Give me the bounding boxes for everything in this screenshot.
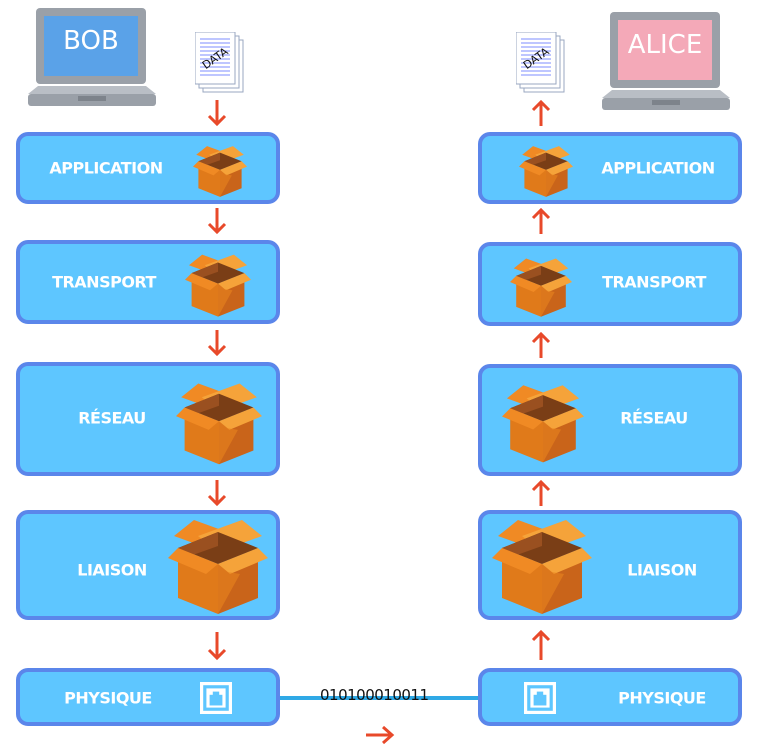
bob-layer-application-label: APPLICATION [49, 158, 163, 178]
box-icon [174, 380, 264, 466]
alice-layer-physique: PHYSIQUE [478, 668, 742, 726]
alice-layer-transport-label: TRANSPORT [602, 272, 706, 292]
bob-layer-transport: TRANSPORT [16, 240, 280, 324]
box-icon [500, 382, 586, 464]
alice-layer-liaison-label: LIAISON [627, 560, 697, 580]
bob-layer-liaison-label: LIAISON [77, 560, 147, 580]
alice-layer-transport: TRANSPORT [478, 242, 742, 326]
box-icon [166, 516, 270, 616]
alice-layer-reseau: RÉSEAU [478, 364, 742, 476]
arrow-down-icon [207, 100, 227, 127]
alice-laptop-icon [602, 12, 730, 110]
arrow-up-icon [531, 629, 551, 660]
link-arrow-right-icon [366, 725, 395, 745]
network-port-icon [524, 682, 556, 714]
box-icon [518, 144, 574, 198]
alice-layer-application-label: APPLICATION [601, 158, 715, 178]
box-icon [508, 256, 574, 318]
arrow-up-icon [531, 99, 551, 126]
network-port-icon [200, 682, 232, 714]
arrow-down-icon [207, 480, 227, 507]
bit-stream-label: 010100010011 [320, 686, 429, 704]
arrow-up-icon [531, 207, 551, 234]
box-icon [182, 252, 254, 318]
alice-layer-physique-label: PHYSIQUE [618, 688, 706, 708]
bob-layer-physique-label: PHYSIQUE [64, 688, 152, 708]
bob-layer-reseau: RÉSEAU [16, 362, 280, 476]
bob-laptop-icon [28, 8, 156, 106]
alice-layer-application: APPLICATION [478, 132, 742, 204]
bob-layer-application: APPLICATION [16, 132, 280, 204]
bob-name: BOB [63, 26, 119, 56]
bob-layer-liaison: LIAISON [16, 510, 280, 620]
arrow-down-icon [207, 330, 227, 357]
physical-link-line [278, 696, 482, 700]
arrow-up-icon [531, 331, 551, 358]
box-icon [490, 516, 594, 616]
arrow-down-icon [207, 632, 227, 661]
bob-layer-physique: PHYSIQUE [16, 668, 280, 726]
arrow-up-icon [531, 479, 551, 506]
alice-layer-reseau-label: RÉSEAU [620, 408, 688, 428]
alice-layer-liaison: LIAISON [478, 510, 742, 620]
bob-layer-transport-label: TRANSPORT [52, 272, 156, 292]
box-icon [192, 144, 248, 198]
bob-layer-reseau-label: RÉSEAU [78, 408, 146, 428]
alice-name: ALICE [627, 30, 703, 60]
arrow-down-icon [207, 208, 227, 235]
